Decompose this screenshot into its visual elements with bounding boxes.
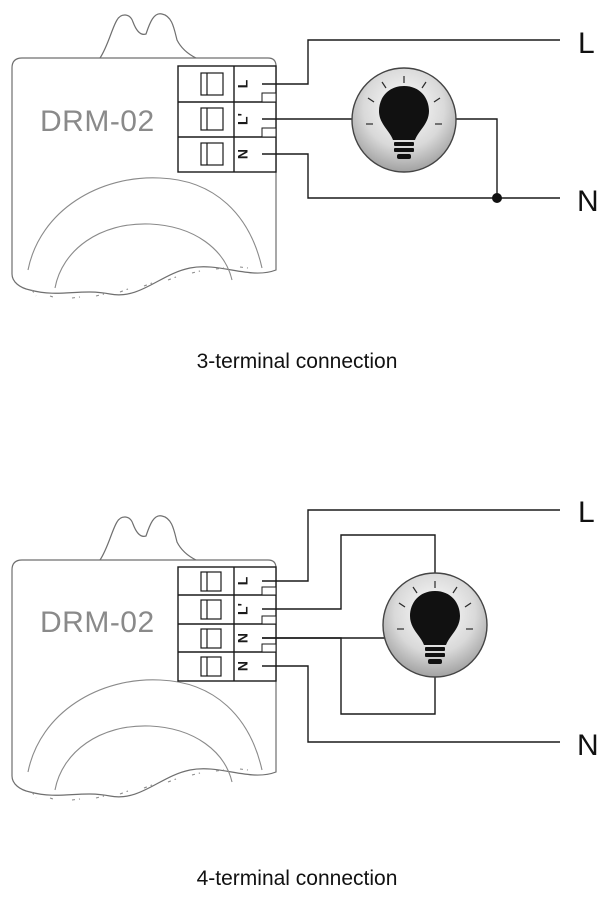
caption: 3-terminal connection [197, 350, 398, 373]
line-label-N: N [577, 185, 599, 218]
wire-N [262, 153, 560, 199]
line-label-L: L [578, 27, 595, 60]
device-name: DRM-02 [40, 606, 155, 639]
lamp-icon [382, 572, 488, 678]
wire-L [262, 509, 560, 582]
terminal-label-N-2: N [235, 661, 251, 671]
terminal-label-L: L [235, 79, 251, 88]
junction-dot [492, 193, 502, 203]
terminal-label-L-prime: L' [235, 603, 251, 615]
line-label-L: L [578, 496, 595, 529]
lamp-icon [351, 67, 457, 173]
terminal-block [177, 566, 277, 682]
terminal-label-N: N [235, 149, 251, 159]
terminal-label-N: N [235, 633, 251, 643]
diagram-3-terminal: DRM-02 L L' N [11, 13, 599, 373]
terminal-block [177, 65, 277, 173]
wire-lamp-return [454, 118, 498, 198]
wire-lamp-return [262, 637, 436, 715]
terminal-label-L: L [235, 576, 251, 585]
diagram-4-terminal: DRM-02 L L' N N [11, 496, 599, 890]
terminal-label-L-prime: L' [235, 113, 251, 125]
line-label-N: N [577, 729, 599, 762]
wire-L-prime [262, 534, 436, 610]
caption: 4-terminal connection [197, 867, 398, 890]
wire-L [262, 39, 560, 85]
wire-N [262, 665, 560, 743]
device-name: DRM-02 [40, 105, 155, 138]
